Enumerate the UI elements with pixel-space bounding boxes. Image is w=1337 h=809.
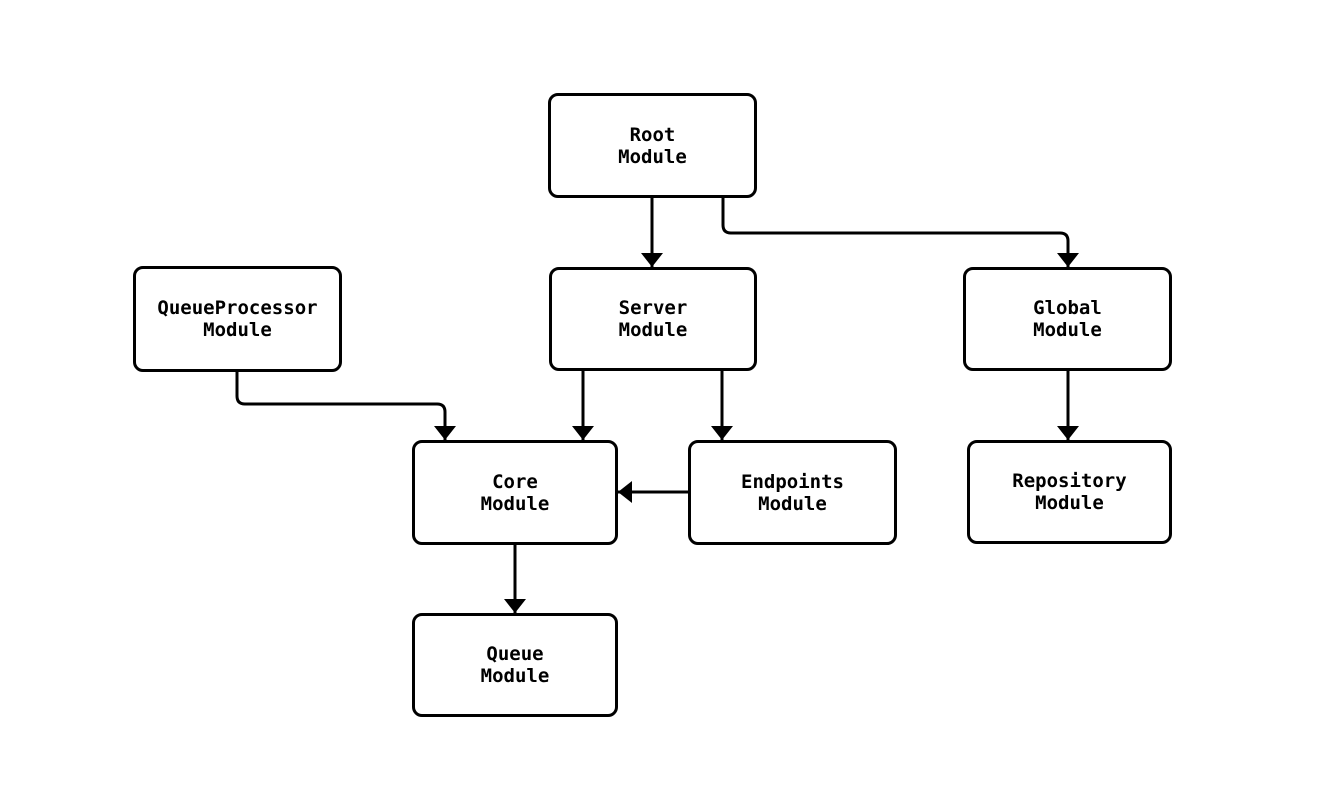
- node-repository-module: Repository Module: [967, 440, 1172, 544]
- node-label: Repository Module: [1012, 470, 1127, 514]
- node-label: QueueProcessor Module: [157, 297, 318, 341]
- edge-group: [235, 198, 1079, 613]
- node-root-module: Root Module: [548, 93, 757, 198]
- node-label: Root Module: [618, 123, 687, 168]
- node-queueprocessor-module: QueueProcessor Module: [133, 266, 342, 372]
- edge-queueprocessor-to-core: [235, 372, 456, 440]
- node-label: Server Module: [618, 297, 688, 341]
- node-server-module: Server Module: [549, 267, 757, 371]
- node-label: Global Module: [1033, 297, 1102, 341]
- node-label: Endpoints Module: [741, 470, 844, 515]
- edge-root-to-global: [721, 198, 1079, 267]
- node-label: Core Module: [480, 470, 550, 515]
- node-endpoints-module: Endpoints Module: [688, 440, 897, 545]
- node-core-module: Core Module: [412, 440, 618, 545]
- node-global-module: Global Module: [963, 267, 1172, 371]
- node-label: Queue Module: [480, 643, 550, 687]
- node-queue-module: Queue Module: [412, 613, 618, 717]
